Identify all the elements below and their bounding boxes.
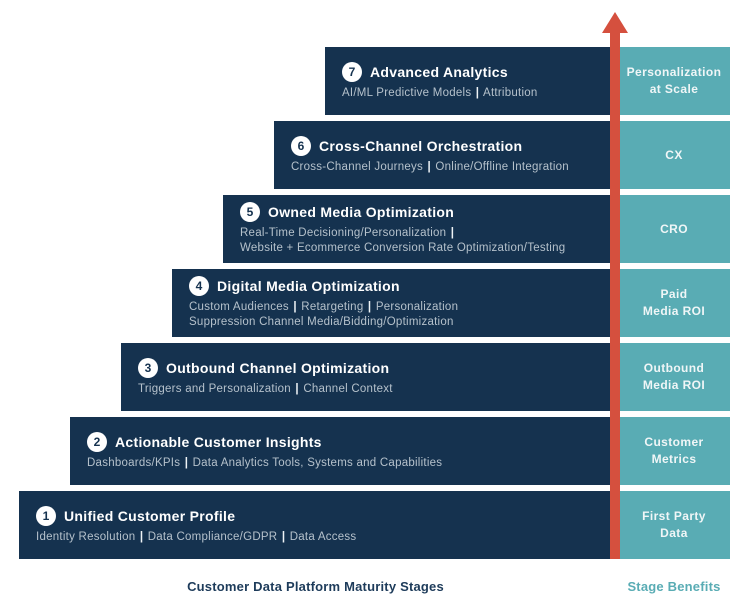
stages-axis-caption: Customer Data Platform Maturity Stages — [187, 579, 444, 594]
stage-title-row: 7 Advanced Analytics — [342, 61, 508, 82]
stage-title: Actionable Customer Insights — [115, 433, 322, 450]
stage-title-row: 2 Actionable Customer Insights — [87, 431, 322, 452]
stage-title-row: 4 Digital Media Optimization — [189, 276, 400, 297]
stage-subtitle: Real-Time Decisioning/Personalization | … — [240, 227, 566, 254]
stage-number-badge: 5 — [240, 202, 260, 223]
stage-bar-6: 6 Cross-Channel Orchestration Cross-Chan… — [274, 121, 612, 189]
stage-title: Owned Media Optimization — [268, 204, 455, 221]
stage-subtitle: Triggers and Personalization | Channel C… — [138, 382, 393, 395]
benefit-label: Outbound Media ROI — [642, 361, 706, 392]
up-arrow-shaft — [610, 30, 620, 559]
benefit-box-3: Outbound Media ROI — [618, 343, 730, 411]
stage-bar-4: 4 Digital Media Optimization Custom Audi… — [172, 269, 612, 337]
stage-subtitle: Dashboards/KPIs | Data Analytics Tools, … — [87, 456, 443, 469]
stage-number-badge: 6 — [291, 135, 311, 156]
benefits-axis-caption: Stage Benefits — [627, 579, 721, 594]
stage-subtitle: Identity Resolution | Data Compliance/GD… — [36, 530, 357, 543]
stage-title: Outbound Channel Optimization — [166, 359, 390, 376]
benefit-box-2: Customer Metrics — [618, 417, 730, 485]
stage-title: Cross-Channel Orchestration — [319, 137, 523, 154]
benefit-label: CX — [665, 147, 683, 162]
stage-number-badge: 7 — [342, 61, 362, 82]
benefit-box-7: Personalization at Scale — [618, 47, 730, 115]
stage-bar-2: 2 Actionable Customer Insights Dashboard… — [70, 417, 612, 485]
stage-bar-1: 1 Unified Customer Profile Identity Reso… — [19, 491, 612, 559]
benefit-label: First Party Data — [642, 509, 706, 540]
benefit-box-5: CRO — [618, 195, 730, 263]
stage-subtitle: AI/ML Predictive Models | Attribution — [342, 86, 538, 99]
benefit-box-1: First Party Data — [618, 491, 730, 559]
stage-number-badge: 2 — [87, 431, 107, 452]
stage-title: Digital Media Optimization — [217, 278, 400, 295]
stage-bar-3: 3 Outbound Channel Optimization Triggers… — [121, 343, 612, 411]
stage-subtitle: Custom Audiences | Retargeting | Persona… — [189, 301, 459, 328]
stage-title-row: 3 Outbound Channel Optimization — [138, 357, 390, 378]
benefit-box-4: Paid Media ROI — [618, 269, 730, 337]
stage-number-badge: 1 — [36, 505, 56, 526]
benefit-label: CRO — [660, 221, 688, 236]
up-arrow-icon — [602, 12, 628, 33]
stage-bar-7: 7 Advanced Analytics AI/ML Predictive Mo… — [325, 47, 612, 115]
stage-number-badge: 4 — [189, 276, 209, 297]
stage-title-row: 5 Owned Media Optimization — [240, 202, 455, 223]
stage-subtitle: Cross-Channel Journeys | Online/Offline … — [291, 160, 569, 173]
benefit-label: Personalization at Scale — [626, 65, 722, 96]
benefit-label: Paid Media ROI — [642, 287, 706, 318]
stage-title: Advanced Analytics — [370, 63, 508, 80]
stage-title-row: 1 Unified Customer Profile — [36, 505, 236, 526]
stage-number-badge: 3 — [138, 357, 158, 378]
stage-title-row: 6 Cross-Channel Orchestration — [291, 135, 523, 156]
stage-bar-5: 5 Owned Media Optimization Real-Time Dec… — [223, 195, 612, 263]
benefit-label: Customer Metrics — [644, 435, 704, 466]
stage-title: Unified Customer Profile — [64, 507, 236, 524]
benefit-box-6: CX — [618, 121, 730, 189]
